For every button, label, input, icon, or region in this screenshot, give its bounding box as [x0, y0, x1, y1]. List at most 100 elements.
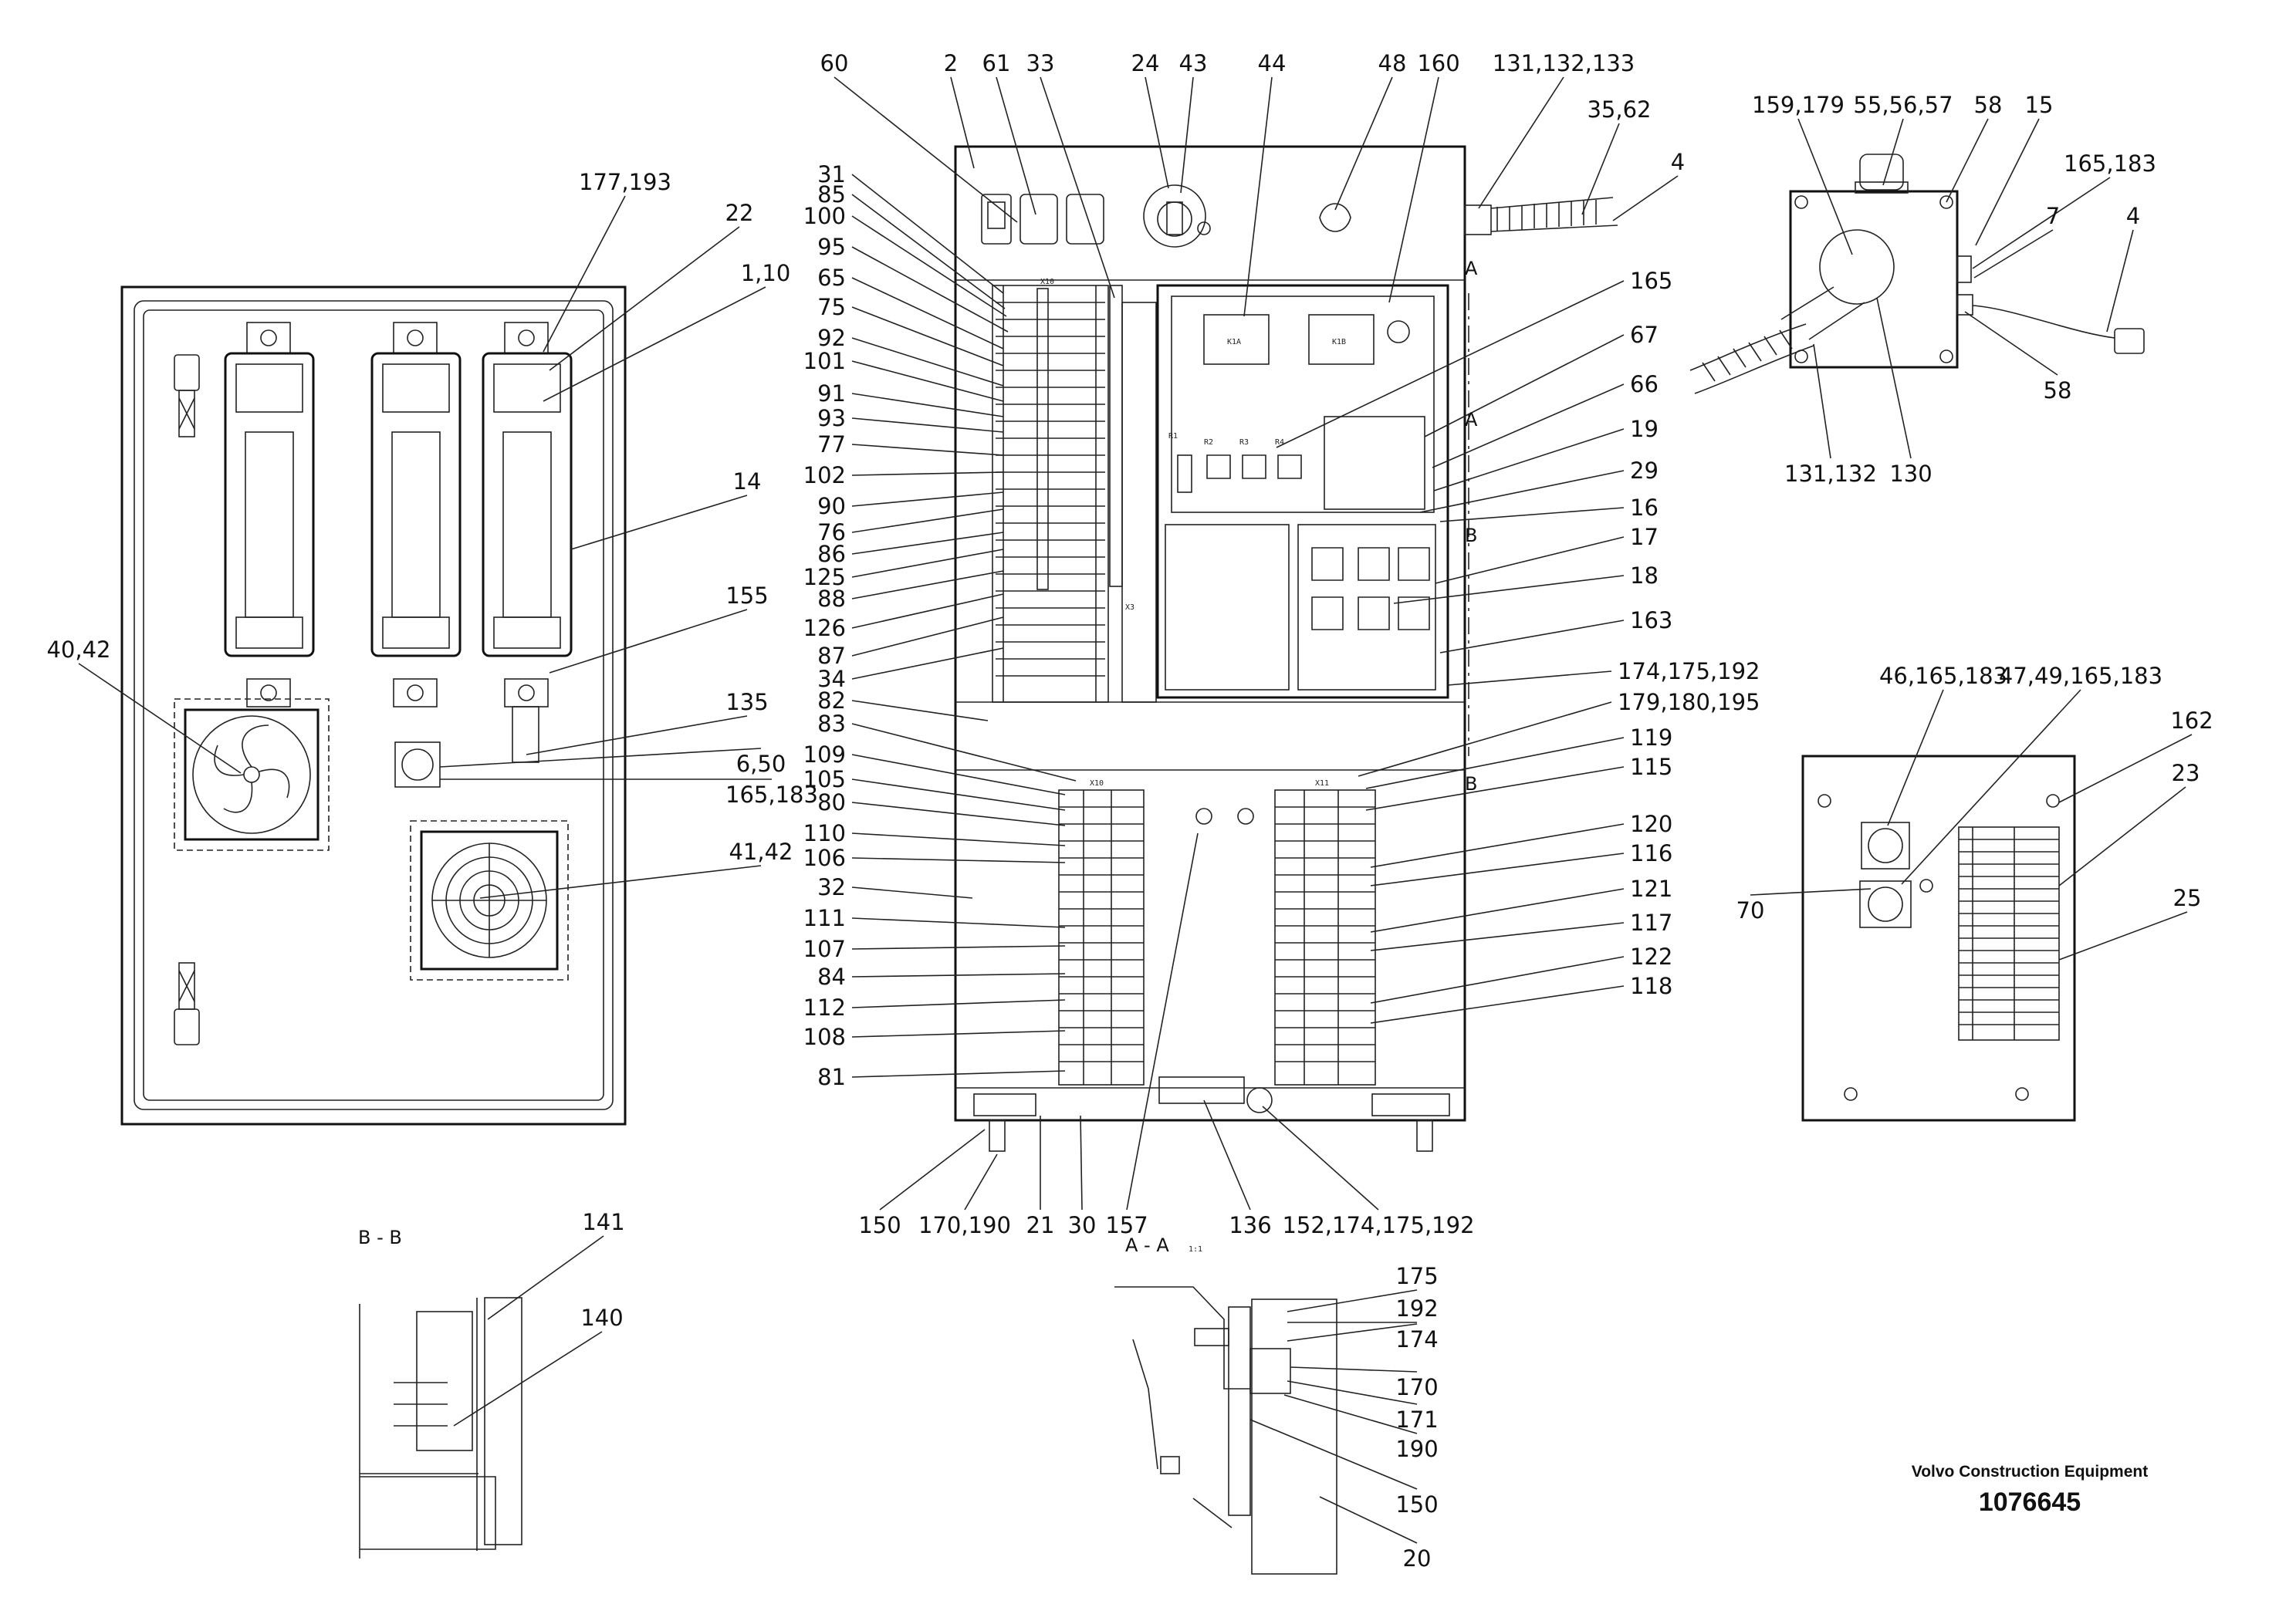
hinge-bottom [174, 962, 200, 1045]
callout-label: 17 [1630, 524, 1659, 550]
leader-line [834, 76, 1018, 223]
callout-label: 88 [817, 586, 846, 612]
callout-label: 29 [1630, 458, 1659, 484]
callout-label: 67 [1630, 322, 1659, 348]
leader-line [851, 723, 1077, 782]
leader-line [1287, 1380, 1418, 1405]
leader-line [851, 570, 1004, 599]
leader-line [439, 748, 762, 768]
leader-line [851, 215, 1007, 317]
leader-line [1612, 175, 1679, 221]
callout-label: 6,50 [736, 751, 786, 777]
callout-label: 192 [1395, 1295, 1438, 1322]
leader-line [964, 1153, 998, 1211]
callout-label: 117 [1630, 910, 1672, 936]
junction-box [1689, 154, 2145, 394]
callout-label: 106 [803, 845, 846, 871]
terminal-label-x10: X10 [1090, 779, 1104, 788]
section-marker-b-lower: B [1465, 773, 1477, 795]
leader-line [996, 76, 1036, 215]
callout-label: 76 [817, 519, 846, 545]
section-label-b-b: B - B [358, 1227, 402, 1248]
callout-label: 125 [803, 564, 846, 590]
leader-line [1964, 311, 2058, 376]
callout-label: 92 [817, 325, 846, 351]
manufacturer-name: Volvo Construction Equipment [1911, 1463, 2149, 1481]
leader-line [1432, 383, 1625, 468]
callout-label: 40,42 [46, 637, 110, 663]
callout-label: 43 [1179, 50, 1208, 76]
callout-label: 174 [1395, 1326, 1438, 1353]
leader-line [1276, 280, 1625, 448]
callout-label: 155 [725, 583, 768, 609]
terminal-strip-upper [992, 285, 1123, 703]
leader-line [1370, 922, 1625, 951]
callout-label: 126 [803, 615, 846, 641]
drawing-number: 1076645 [1978, 1488, 2081, 1517]
leader-line [1419, 470, 1625, 513]
leader-line [851, 886, 973, 899]
callout-label: 21 [1026, 1212, 1055, 1238]
leader-line [570, 495, 748, 550]
callout-label: 2 [944, 50, 958, 76]
callout-label: 170,190 [918, 1212, 1011, 1238]
callout-label: 34 [817, 666, 846, 692]
callout-label: 122 [1630, 944, 1672, 970]
leader-line [1249, 1419, 1418, 1490]
callout-label: 150 [1395, 1491, 1438, 1518]
leader-line [851, 700, 989, 721]
section-a-a [1114, 1286, 1337, 1575]
callout-label: 91 [817, 380, 846, 407]
leader-line [1203, 1099, 1251, 1211]
callout-label: 80 [817, 789, 846, 816]
callout-label: 112 [803, 995, 846, 1021]
callout-label: 82 [817, 687, 846, 714]
callout-label: 120 [1630, 811, 1672, 837]
leader-line [851, 549, 1004, 578]
leader-line [1435, 536, 1625, 584]
section-marker-a-lower: A [1465, 409, 1478, 431]
terminal-label-x10-top: X10 [1040, 278, 1054, 286]
callout-label: 84 [817, 964, 846, 990]
leader-line [2106, 229, 2134, 333]
callout-label: 19 [1630, 416, 1659, 442]
callout-label: 14 [733, 468, 762, 495]
leader-line [1370, 985, 1625, 1024]
callout-label: 115 [1630, 754, 1672, 780]
leader-line [1973, 229, 2054, 279]
door-assembly [120, 285, 627, 1126]
callout-label: 44 [1258, 50, 1287, 76]
leader-line [851, 999, 1066, 1008]
callout-label: 81 [817, 1064, 846, 1090]
hinge-top [174, 354, 200, 437]
leader-line [78, 663, 242, 774]
callout-label: 152,174,175,192 [1282, 1212, 1474, 1238]
leader-line [1287, 1289, 1418, 1312]
leader-line [526, 715, 748, 755]
leader-line [1283, 1394, 1418, 1434]
callout-label: 55,56,57 [1853, 92, 1953, 118]
leader-line [851, 973, 1066, 978]
leader-line [851, 471, 1004, 476]
callout-label: 70 [1736, 897, 1765, 924]
leader-lines [78, 76, 2193, 1544]
leader-line [851, 393, 1004, 417]
leader-line [1876, 297, 1912, 459]
leader-line [1433, 428, 1625, 491]
leader-line [549, 226, 740, 371]
leader-line [2058, 911, 2188, 961]
leader-line [851, 1070, 1066, 1078]
callout-label: 119 [1630, 724, 1672, 751]
callout-label: 150 [858, 1212, 901, 1238]
leader-line [851, 832, 1066, 846]
leader-line [1750, 888, 1872, 896]
callout-label: 100 [803, 203, 846, 229]
terminal-label-x11: X11 [1315, 779, 1329, 788]
callout-label: 30 [1068, 1212, 1097, 1238]
section-b-b [359, 1297, 522, 1559]
callout-label: 121 [1630, 876, 1672, 902]
leader-line [1319, 1496, 1418, 1544]
side-panel [1801, 755, 2076, 1122]
fan-unit [174, 698, 330, 851]
